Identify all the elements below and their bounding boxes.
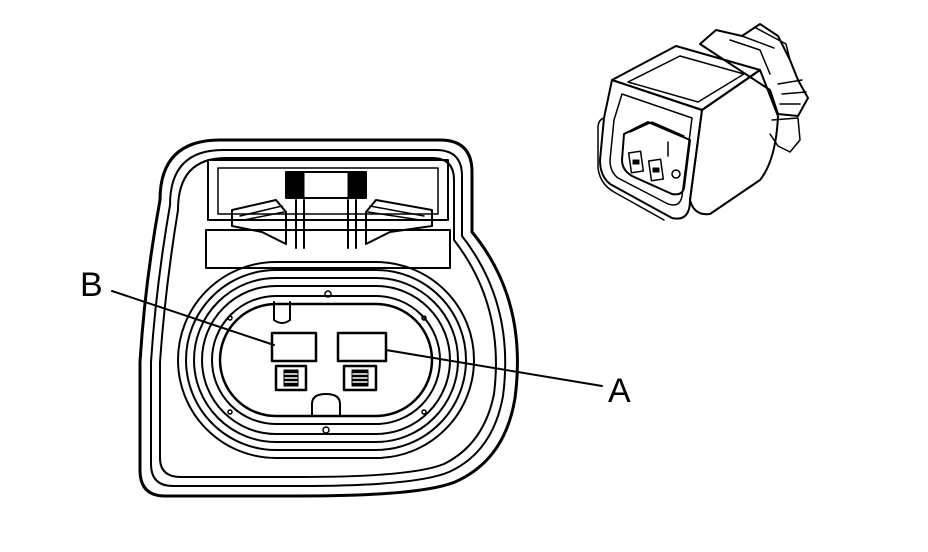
iso-side-clip xyxy=(769,117,801,153)
terminal-b-lock xyxy=(274,364,308,392)
terminal-b-lock-lines xyxy=(284,373,298,383)
latch-frame xyxy=(207,159,449,221)
latch-tab-right xyxy=(347,171,367,199)
iso-front-lip xyxy=(597,117,665,221)
key-dot xyxy=(322,426,330,434)
iso-body-top-inner xyxy=(627,55,745,103)
housing-outline-inner-2 xyxy=(159,157,497,478)
iso-latch-ribs xyxy=(777,79,807,105)
latch-tab-left xyxy=(285,171,305,199)
iso-body-side xyxy=(689,69,779,216)
leader-line-b xyxy=(111,290,275,346)
iso-terminal-cavity-left xyxy=(627,150,645,174)
polarization-key-bottom xyxy=(311,393,341,417)
seal-ring-3 xyxy=(193,277,459,443)
iso-front-face-inner xyxy=(609,93,693,206)
latch-base xyxy=(205,229,451,269)
terminal-b-contact xyxy=(270,331,318,363)
housing-outline-outer xyxy=(138,138,519,498)
iso-key-dot xyxy=(671,169,681,179)
terminal-a-lock-lines xyxy=(352,373,368,383)
iso-latch-rear xyxy=(699,23,809,117)
seal-dot xyxy=(324,290,332,298)
latch-ramp-right xyxy=(365,199,433,245)
iso-terminal-insert-top xyxy=(629,121,685,137)
latch-web-right xyxy=(367,205,425,221)
housing-outline-inner-1 xyxy=(150,149,507,487)
iso-terminal-insert xyxy=(621,121,691,196)
seal-dot xyxy=(421,315,427,321)
seal-dot xyxy=(421,409,427,415)
terminal-a-contact xyxy=(336,331,388,363)
terminal-cavity-outline xyxy=(218,302,434,418)
iso-front-face-outer xyxy=(599,79,703,220)
iso-latch-detail xyxy=(729,27,791,75)
leader-line-a xyxy=(385,349,603,387)
terminal-a-lock xyxy=(342,364,378,392)
connector-isometric-view xyxy=(597,23,809,221)
seal-dot xyxy=(227,315,233,321)
seal-ring-5 xyxy=(211,295,441,425)
connector-face-view xyxy=(111,138,603,498)
seal-dot xyxy=(227,409,233,415)
iso-terminal-lock-marks xyxy=(632,159,660,173)
latch-web-left xyxy=(239,205,285,221)
terminal-a-label: A xyxy=(608,372,631,410)
latch-ramp-left xyxy=(231,199,287,245)
seal-ring-2 xyxy=(185,269,467,451)
terminal-b-label: B xyxy=(80,266,103,304)
seal-ring-1 xyxy=(177,261,475,459)
latch-frame-inner xyxy=(217,167,439,215)
polarization-key-top xyxy=(273,301,291,324)
iso-terminal-cavity-right xyxy=(647,158,665,182)
